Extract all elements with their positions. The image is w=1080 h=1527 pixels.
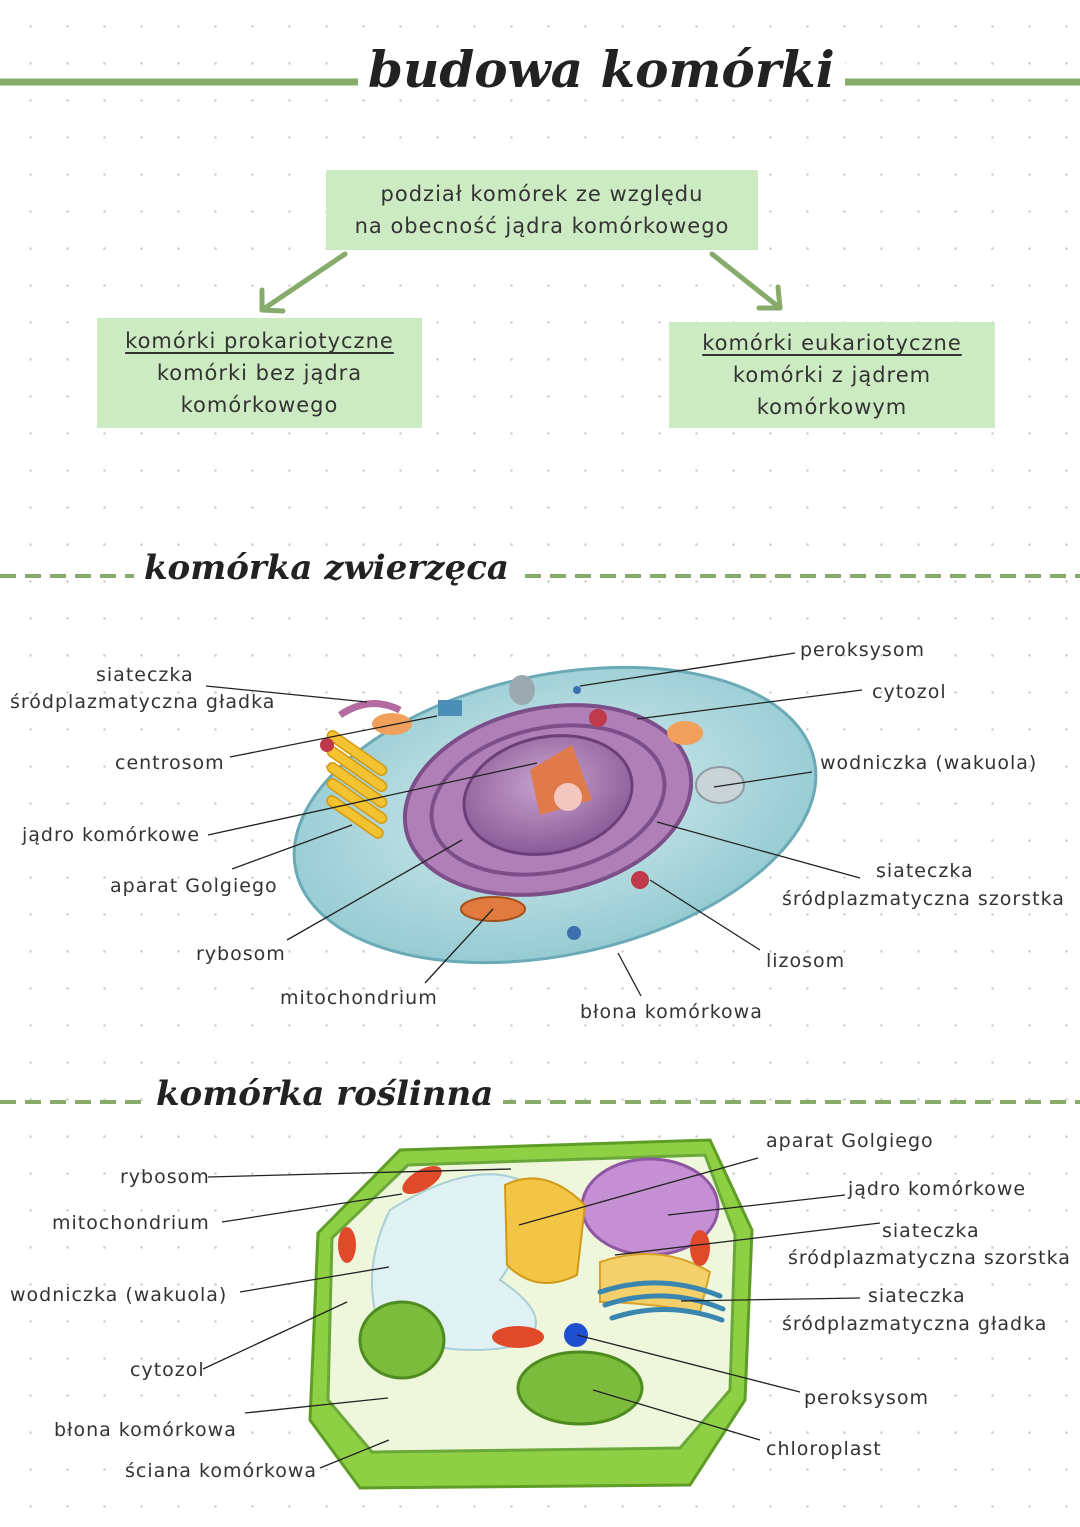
eukaryotic-heading: komórki eukariotyczne (702, 331, 962, 355)
plant-label-wall: ściana komórkowa (125, 1460, 318, 1482)
root-box-line2: na obecność jądra komórkowego (354, 214, 730, 238)
arrow-left-head-icon (259, 287, 286, 314)
animal-label-rough-er-2: śródplazmatyczna szorstka (782, 888, 1065, 910)
animal-label-vacuole: wodniczka (wakuola) (820, 752, 1038, 774)
plant-label-membrane: błona komórkowa (54, 1419, 237, 1441)
animal-vesicle (667, 721, 703, 745)
plant-label-mitochondrion: mitochondrium (52, 1212, 210, 1234)
prokaryotic-line1: komórki bez jądra (156, 361, 363, 385)
plant-label-nucleus: jądro komórkowe (848, 1178, 1027, 1200)
plant-chloroplast (516, 1350, 644, 1426)
eukaryotic-box: komórki eukariotyczne komórki z jądrem k… (669, 322, 995, 428)
animal-label-mitochondrion: mitochondrium (280, 987, 438, 1009)
animal-label-smooth-er-1: siateczka (96, 664, 194, 686)
prokaryotic-box: komórki prokariotyczne komórki bez jądra… (97, 318, 422, 428)
plant-mitochondrion (492, 1326, 544, 1348)
animal-label-rough-er-1: siateczka (876, 860, 974, 882)
animal-nucleolus (554, 783, 582, 811)
animal-label-peroxisome: peroksysom (800, 639, 925, 661)
animal-label-smooth-er-2: śródplazmatyczna gładka (10, 691, 276, 713)
plant-label-smooth-er-2: śródplazmatyczna gładka (782, 1313, 1048, 1335)
plant-label-rough-er-2: śródplazmatyczna szorstka (788, 1247, 1071, 1269)
animal-golgi (326, 730, 388, 839)
arrow-right-head-icon (756, 284, 783, 311)
animal-smooth-er (338, 700, 402, 718)
prokaryotic-line2: komórkowego (180, 393, 339, 417)
animal-vacuole-small (509, 675, 535, 705)
animal-centrosome (438, 700, 462, 716)
animal-vacuole (695, 766, 745, 804)
plant-peroxisome (564, 1323, 588, 1347)
animal-label-nucleus: jądro komórkowe (22, 824, 201, 846)
animal-label-cytosol: cytozol (872, 681, 947, 703)
animal-cell-heading: komórka zwierzęca (134, 548, 519, 588)
plant-label-ribosome: rybosom (120, 1166, 210, 1188)
arrow-left-icon (259, 251, 348, 313)
plant-label-rough-er-1: siateczka (882, 1220, 980, 1242)
root-box: podział komórek ze względu na obecność j… (326, 170, 758, 250)
animal-lysosome (631, 871, 649, 889)
plant-label-peroxisome: peroksysom (804, 1387, 929, 1409)
plant-label-vacuole: wodniczka (wakuola) (10, 1284, 228, 1306)
arrow-right-icon (709, 251, 783, 311)
plant-label-smooth-er-1: siateczka (868, 1285, 966, 1307)
animal-label-lysosome: lizosom (766, 950, 846, 972)
animal-peroxisome (573, 686, 581, 694)
plant-label-golgi: aparat Golgiego (766, 1130, 934, 1152)
animal-label-golgi: aparat Golgiego (110, 875, 278, 897)
eukaryotic-line1: komórki z jądrem (732, 363, 932, 387)
plant-chloroplast-left (358, 1300, 446, 1380)
plant-cell-heading: komórka roślinna (146, 1074, 504, 1114)
page-title: budowa komórki (358, 40, 845, 99)
animal-label-ribosome: rybosom (196, 943, 286, 965)
plant-label-chloroplast: chloroplast (766, 1438, 882, 1460)
eukaryotic-line2: komórkowym (756, 395, 908, 419)
plant-smooth-er (597, 1280, 726, 1323)
plant-golgi (503, 1177, 587, 1284)
root-box-line1: podział komórek ze względu (380, 182, 704, 206)
prokaryotic-heading: komórki prokariotyczne (125, 329, 394, 353)
animal-label-membrane: błona komórkowa (580, 1001, 763, 1023)
plant-label-cytosol: cytozol (130, 1359, 205, 1381)
animal-label-centrosome: centrosom (115, 752, 225, 774)
